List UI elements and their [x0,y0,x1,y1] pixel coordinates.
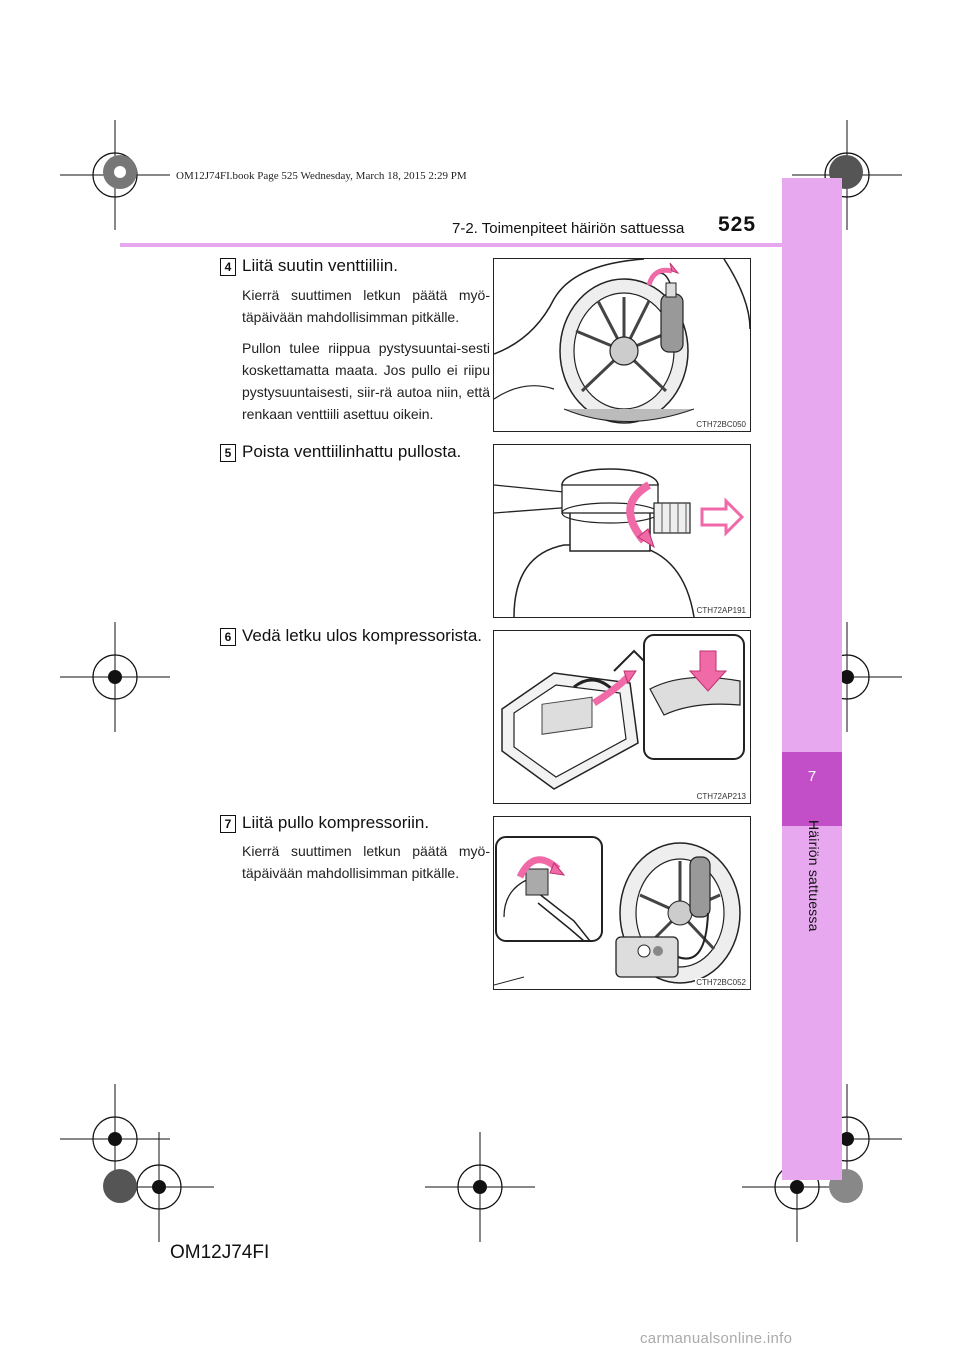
step-number: 4 [220,258,236,276]
step-paragraph: Kierrä suuttimen letkun päätä myö-täpäiv… [242,287,490,325]
bottle-cap-illustration [494,468,745,617]
step-paragraph: Pullon tulee riippua pystysuuntai-sesti … [242,340,490,422]
manual-code: OM12J74FI [170,1242,270,1263]
figure-connect-nozzle: CTH72BC050 [493,258,751,432]
figure-connect-bottle: CTH72BC052 [493,816,751,990]
chapter-number-block [782,752,842,826]
chapter-number: 7 [807,768,817,785]
step-paragraph: Kierrä suuttimen letkun päätä myö-täpäiv… [242,843,490,881]
registration-dot-bottom-left [103,1169,137,1203]
step-title: Poista venttiilinhattu pullosta. [242,442,462,461]
step-title: Liitä suutin venttiiliin. [242,256,398,275]
figure-code: CTH72BC050 [695,420,747,429]
chapter-label: Häiriön sattuessa [806,820,822,932]
step-number: 6 [220,628,236,646]
figure-pull-out-hose: CTH72AP213 [493,630,751,804]
registration-mark-bottom-center [425,1132,535,1242]
page-number: 525 [718,213,757,236]
watermark: carmanualsonline.info [640,1330,793,1347]
step-number: 7 [220,815,236,833]
step-body: Kierrä suuttimen letkun päätä myö-täpäiv… [242,840,490,893]
bottle-compressor-illustration [494,836,741,986]
registration-mark-top-center [103,155,137,189]
header-rule [120,243,782,247]
wheel-valve-illustration [494,259,750,424]
figure-remove-valve-cap: CTH72AP191 [493,444,751,618]
step-title: Liitä pullo kompressoriin. [242,813,430,832]
chapter-side-tab [782,178,842,1180]
figure-code: CTH72AP191 [695,606,747,615]
registration-mark-mid-left [60,622,170,732]
figure-code: CTH72BC052 [695,978,747,987]
figure-code: CTH72AP213 [695,792,747,801]
section-title: 7-2. Toimenpiteet häiriön sattuessa [452,220,685,237]
step-body: Kierrä suuttimen letkun päätä myö-täpäiv… [242,284,490,434]
step-title: Vedä letku ulos kompressorista. [242,626,483,645]
book-info-stamp: OM12J74FI.book Page 525 Wednesday, March… [170,168,473,184]
compressor-hose-illustration [501,634,745,790]
registration-mark-bottom-left [60,1084,170,1194]
step-number: 5 [220,444,236,462]
